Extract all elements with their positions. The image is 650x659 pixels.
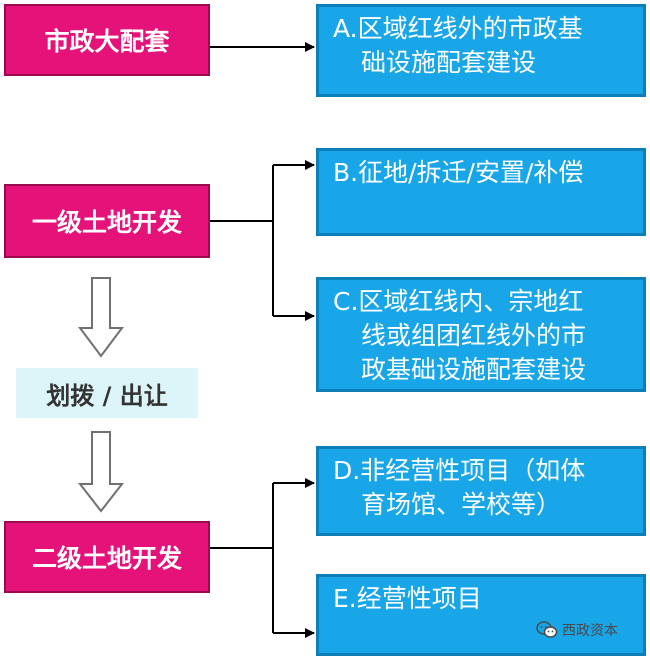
box-text-line: 育场馆、学校等） xyxy=(361,490,562,519)
box-text-line: 政基础设施配套建设 xyxy=(361,355,587,384)
box-text-line: 线或组团红线外的市 xyxy=(361,321,587,350)
box-text-line: A.区域红线外的市政基 xyxy=(333,14,583,43)
right-box-c: C.区域红线内、宗地红 线或组团红线外的市 政基础设施配套建设 xyxy=(316,277,646,392)
wechat-icon xyxy=(536,621,558,638)
right-box-e: E.经营性项目 xyxy=(316,574,646,656)
left-box-label: 二级土地开发 xyxy=(31,544,182,573)
box-text-line: 础设施配套建设 xyxy=(361,48,537,77)
left-box-label: 一级土地开发 xyxy=(31,208,182,237)
allocation-transfer-label: 划拨 / 出让 xyxy=(16,368,198,418)
box-text-line: D.非经营性项目（如体 xyxy=(333,456,586,485)
down-arrow-2 xyxy=(77,431,125,513)
box-text-line: E.经营性项目 xyxy=(333,584,482,613)
right-box-a: A.区域红线外的市政基 础设施配套建设 xyxy=(316,4,646,97)
down-arrow-1 xyxy=(78,277,124,358)
right-box-d: D.非经营性项目（如体 育场馆、学校等） xyxy=(316,446,646,536)
watermark-text: 西政资本 xyxy=(562,623,618,639)
left-box-primary-land-dev: 一级土地开发 xyxy=(4,184,210,258)
watermark: 西政资本 xyxy=(536,620,618,640)
left-box-municipal-support: 市政大配套 xyxy=(4,4,210,76)
left-box-label: 市政大配套 xyxy=(44,27,170,56)
box-text-line: C.区域红线内、宗地红 xyxy=(333,287,584,316)
box-text-line: B.征地/拆迁/安置/补偿 xyxy=(333,158,584,187)
right-box-b: B.征地/拆迁/安置/补偿 xyxy=(316,148,646,236)
left-box-secondary-land-dev: 二级土地开发 xyxy=(4,521,210,593)
